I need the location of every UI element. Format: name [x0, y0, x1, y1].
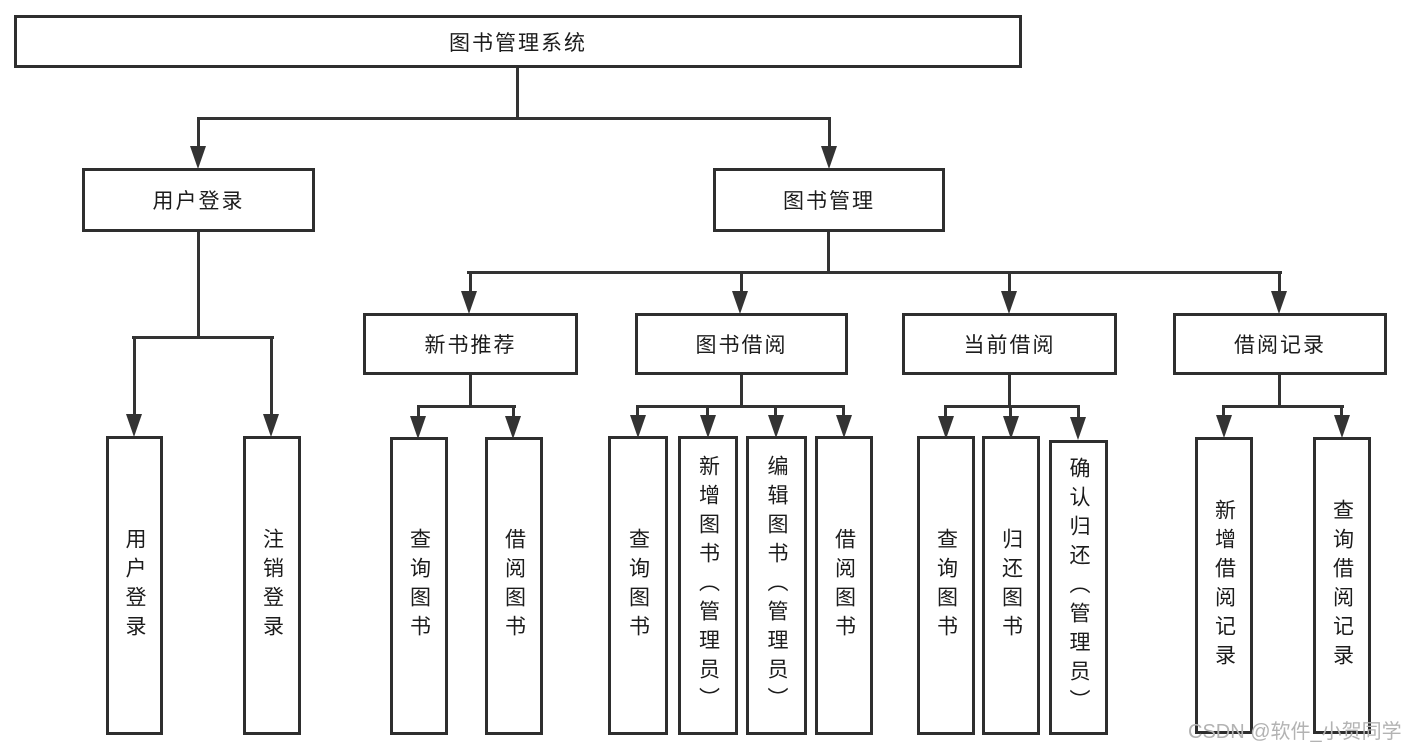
node-new-book-recommend-label: 新书推荐: [424, 334, 517, 357]
leaf-user-login: 用户登录: [106, 436, 163, 735]
arrow-down-icon: [1070, 417, 1086, 440]
connector-line: [1278, 375, 1281, 408]
leaf-borrow-books-recommend-label: 借阅图书: [502, 528, 526, 644]
leaf-query-borrow-record: 查询借阅记录: [1313, 437, 1371, 734]
leaf-confirm-return-admin: 确认归还（管理员）: [1049, 440, 1108, 735]
leaf-return-books-label: 归还图书: [999, 527, 1023, 644]
node-new-book-recommend: 新书推荐: [363, 313, 578, 375]
leaf-add-book-admin: 新增图书（管理员）: [678, 436, 738, 735]
leaf-add-borrow-record-label: 新增借阅记录: [1212, 498, 1236, 673]
arrow-down-icon: [630, 415, 646, 438]
connector-line: [944, 407, 947, 419]
node-borrow-records: 借阅记录: [1173, 313, 1387, 375]
connector-line: [1009, 407, 1012, 419]
node-root: 图书管理系统: [14, 15, 1022, 68]
connector-line: [842, 407, 845, 419]
arrow-down-icon: [1271, 291, 1287, 314]
leaf-query-books-recommend: 查询图书: [390, 437, 448, 735]
node-current-borrowing: 当前借阅: [902, 313, 1117, 375]
connector-line: [944, 405, 1080, 408]
connector-line: [133, 338, 136, 416]
connector-line: [469, 273, 472, 297]
arrow-down-icon: [1334, 415, 1350, 438]
node-book-management: 图书管理: [713, 168, 945, 232]
leaf-confirm-return-admin-label: 确认归还（管理员）: [1067, 457, 1090, 718]
connector-line: [828, 119, 831, 149]
connector-line: [636, 405, 845, 408]
connector-line: [774, 407, 777, 419]
arrow-down-icon: [1001, 291, 1017, 314]
leaf-user-login-label: 用户登录: [123, 527, 146, 644]
connector-line: [740, 375, 743, 408]
leaf-borrow-books-recommend: 借阅图书: [485, 437, 543, 735]
leaf-edit-book-admin-label: 编辑图书（管理员）: [765, 455, 788, 716]
connector-line: [197, 117, 831, 120]
connector-line: [1222, 407, 1225, 419]
node-book-borrowing: 图书借阅: [635, 313, 848, 375]
arrow-down-icon: [505, 416, 521, 439]
connector-line: [706, 407, 709, 419]
connector-line: [1008, 375, 1011, 408]
node-root-label: 图书管理系统: [449, 31, 587, 55]
arrow-down-icon: [126, 414, 142, 437]
node-user-login-label: 用户登录: [152, 190, 245, 213]
connector-line: [417, 405, 516, 408]
leaf-borrow-books-borrowing-label: 借阅图书: [832, 527, 856, 644]
leaf-borrow-books-borrowing: 借阅图书: [815, 436, 873, 735]
leaf-add-borrow-record: 新增借阅记录: [1195, 437, 1253, 734]
connector-line: [469, 375, 472, 408]
connector-line: [512, 407, 515, 419]
node-current-borrowing-label: 当前借阅: [963, 334, 1056, 357]
arrow-down-icon: [768, 415, 784, 438]
arrow-down-icon: [410, 416, 426, 439]
arrow-down-icon: [1003, 416, 1019, 439]
csdn-watermark: CSDN @软件_小贺同学: [1188, 721, 1402, 743]
arrow-down-icon: [263, 414, 279, 437]
arrow-down-icon: [836, 415, 852, 438]
leaf-query-borrow-record-label: 查询借阅记录: [1330, 498, 1354, 673]
connector-line: [1008, 273, 1011, 297]
node-book-borrowing-label: 图书借阅: [695, 334, 788, 357]
arrow-down-icon: [1216, 415, 1232, 438]
node-book-management-label: 图书管理: [783, 190, 875, 213]
arrow-down-icon: [938, 416, 954, 439]
connector-line: [197, 232, 200, 339]
leaf-query-books-borrowing: 查询图书: [608, 436, 668, 735]
node-user-login: 用户登录: [82, 168, 315, 232]
connector-line: [740, 273, 743, 297]
arrow-down-icon: [190, 146, 206, 169]
connector-line: [827, 232, 830, 274]
connector-line: [417, 407, 420, 419]
connector-line: [516, 66, 519, 120]
leaf-edit-book-admin: 编辑图书（管理员）: [746, 436, 807, 735]
connector-line: [1340, 407, 1343, 419]
connector-line: [197, 119, 200, 149]
leaf-logout-label: 注销登录: [260, 527, 284, 644]
connector-line: [636, 407, 639, 419]
connector-line: [1278, 273, 1281, 297]
connector-line: [1077, 407, 1080, 419]
leaf-query-books-borrowing-label: 查询图书: [626, 527, 650, 644]
leaf-query-books-current-label: 查询图书: [934, 527, 958, 644]
leaf-query-books-current: 查询图书: [917, 436, 975, 735]
node-borrow-records-label: 借阅记录: [1234, 334, 1326, 357]
arrow-down-icon: [700, 415, 716, 438]
arrow-down-icon: [461, 291, 477, 314]
leaf-logout: 注销登录: [243, 436, 301, 735]
leaf-query-books-recommend-label: 查询图书: [407, 528, 431, 644]
leaf-add-book-admin-label: 新增图书（管理员）: [696, 455, 720, 716]
connector-line: [132, 336, 274, 339]
leaf-return-books: 归还图书: [982, 436, 1040, 735]
connector-line: [467, 271, 1282, 274]
connector-line: [1222, 405, 1344, 408]
connector-line: [270, 338, 273, 416]
arrow-down-icon: [732, 291, 748, 314]
arrow-down-icon: [821, 146, 837, 169]
